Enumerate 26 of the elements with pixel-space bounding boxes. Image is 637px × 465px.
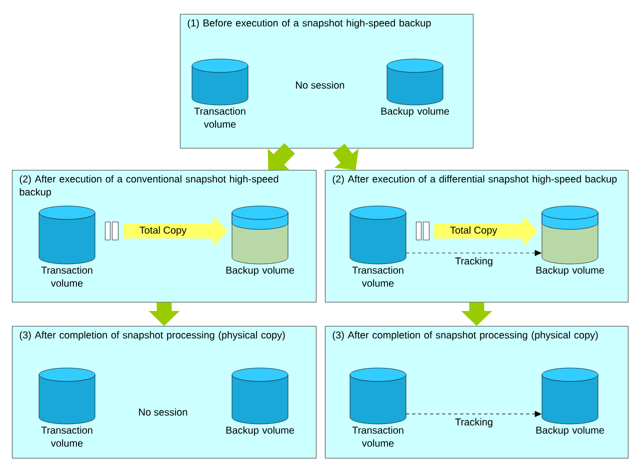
edge-label: Tracking bbox=[454, 417, 494, 428]
node-label: Backup volume bbox=[536, 266, 604, 276]
volume-cylinder: Backup volume bbox=[381, 58, 449, 117]
volume-cylinder: Transaction volume bbox=[38, 206, 96, 287]
node-label: Transaction volume bbox=[194, 107, 246, 128]
volume-cylinder: Transaction volume bbox=[192, 58, 248, 128]
volume-cylinder: Transaction volume bbox=[350, 206, 406, 287]
node-label: Backup volume bbox=[381, 107, 449, 117]
node-label: Backup volume bbox=[226, 266, 294, 276]
edge-label: Tracking bbox=[454, 256, 494, 268]
node-label: Backup volume bbox=[226, 426, 294, 436]
node-label: Transaction volume bbox=[41, 266, 92, 287]
volume-cylinder: Transaction volume bbox=[38, 368, 96, 447]
block-arrow bbox=[268, 143, 296, 170]
volume-cylinder: Transaction volume bbox=[350, 368, 406, 447]
node-label: Backup volume bbox=[536, 426, 604, 436]
status-text: No session bbox=[296, 81, 344, 89]
node-label: Transaction volume bbox=[352, 426, 404, 447]
node-label: Transaction volume bbox=[41, 426, 92, 447]
volume-cylinder: Backup volume bbox=[226, 368, 294, 436]
volume-cylinder: Backup volume bbox=[536, 368, 604, 436]
block-arrow bbox=[332, 144, 359, 170]
volume-cylinder: Backup volume bbox=[226, 206, 294, 276]
node-label: Transaction volume bbox=[352, 266, 404, 287]
status-text: No session bbox=[139, 408, 188, 416]
volume-cylinder: Backup volume bbox=[536, 206, 604, 276]
